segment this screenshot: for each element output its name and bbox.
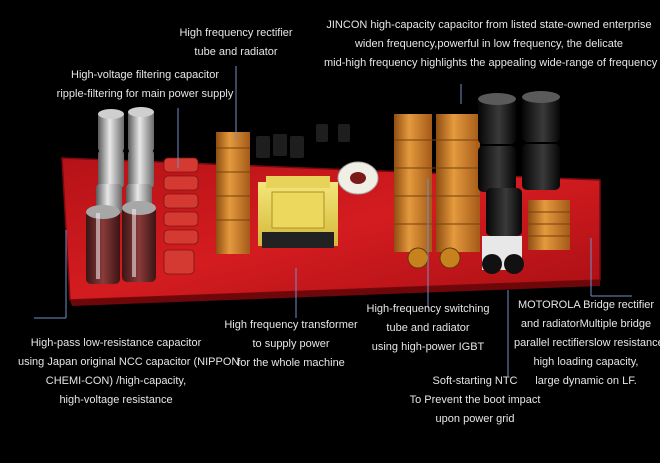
caption-line: CHEMI-CON) /high-capacity, <box>45 375 187 387</box>
caption-line: mid-high frequency highlights the appeal… <box>324 57 658 69</box>
caption-line: JINCON high-capacity capacitor from list… <box>326 19 652 31</box>
jincon-capacitors <box>478 91 560 236</box>
caption-line: High-pass low-resistance capacitor <box>30 337 202 349</box>
caption-line: and radiatorMultiple bridge <box>520 318 652 330</box>
resistors <box>163 157 199 275</box>
caption-line: high-voltage resistance <box>59 394 173 406</box>
caption-line: widen frequency,powerful in low frequenc… <box>354 38 624 50</box>
caption-line: tube and radiator <box>194 46 278 58</box>
caption-line: High frequency transformer <box>224 319 358 331</box>
transformer <box>258 176 338 248</box>
igbt-heatsinks <box>394 114 480 252</box>
caption-line: High frequency rectifier <box>179 27 293 39</box>
ncc-capacitors <box>86 201 156 284</box>
caption-line: using high-power IGBT <box>371 341 485 353</box>
caption-rectifier: High frequency rectifier tube and radiat… <box>178 24 294 62</box>
rectifier-heatsink <box>216 132 250 254</box>
caption-highpass: High-pass low-resistance capacitor using… <box>18 334 240 410</box>
caption-line: High-voltage filtering capacitor <box>71 69 219 81</box>
small-components <box>256 124 350 158</box>
caption-line: high loading capacity, <box>533 356 639 368</box>
caption-motorola: MOTOROLA Bridge rectifier and radiatorMu… <box>514 296 660 391</box>
caption-line: Soft-starting NTC <box>432 375 518 387</box>
caption-line: parallel rectifierslow resistance, <box>514 337 660 349</box>
caption-line: tube and radiator <box>386 322 470 334</box>
caption-line: High-frequency switching <box>366 303 490 315</box>
caption-transformer: High frequency transformer to supply pow… <box>222 316 360 373</box>
bridge-rectifier-heatsink <box>528 200 570 250</box>
caption-line: large dynamic on LF. <box>535 375 637 387</box>
caption-line: MOTOROLA Bridge rectifier <box>517 299 655 311</box>
caption-line: for the whole machine <box>237 357 345 369</box>
caption-line: to supply power <box>252 338 330 350</box>
caption-jincon: JINCON high-capacity capacitor from list… <box>324 16 658 73</box>
caption-line: using Japan original NCC capacitor (NIPP… <box>18 356 240 368</box>
caption-line: To Prevent the boot impact <box>409 394 541 406</box>
caption-filtering: High-voltage filtering capacitor ripple-… <box>56 66 234 104</box>
caption-switching: High-frequency switching tube and radiat… <box>364 300 492 357</box>
toroid-coil <box>337 161 379 195</box>
caption-ntc: Soft-starting NTC To Prevent the boot im… <box>400 372 550 429</box>
caption-line: ripple-filtering for main power supply <box>56 88 234 100</box>
leader-lines <box>34 66 632 376</box>
caption-line: upon power grid <box>435 413 515 425</box>
ntc-components <box>407 236 524 274</box>
